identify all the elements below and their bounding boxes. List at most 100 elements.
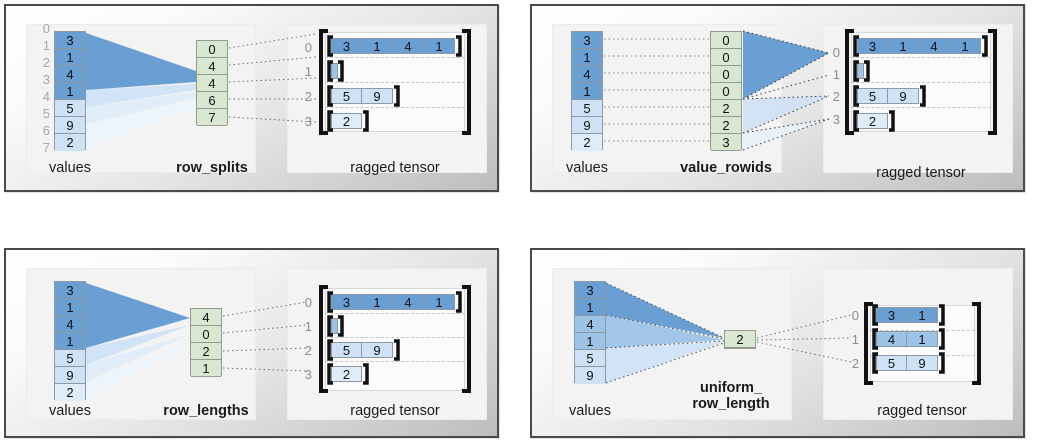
ragged-tensor-row: 2	[331, 366, 362, 382]
value-rowids-cell: 0	[711, 83, 741, 100]
ragged-tensor-row: 5 9	[331, 88, 393, 104]
value-cell: 1	[575, 299, 605, 316]
ragged-cell: 3	[876, 307, 907, 323]
ragged-row-index: 1	[832, 67, 840, 82]
ragged-tensor-label-value-rowids: ragged tensor	[876, 165, 966, 181]
ragged-row-index: 3	[304, 367, 312, 382]
outer-bracket-open-value-rowids	[844, 29, 855, 135]
value-cell: 9	[55, 367, 85, 384]
values-label-value-rowids: values	[566, 160, 608, 176]
value-cell: 9	[55, 117, 85, 134]
row-bracket-close	[455, 35, 463, 57]
value-cell: 2	[55, 384, 85, 401]
ragged-tensor-row-empty	[331, 63, 338, 79]
row-bracket-open	[326, 291, 334, 313]
ragged-cell: 9	[907, 355, 938, 371]
row-bracket-close	[863, 60, 871, 82]
ragged-tensor-row-empty	[331, 318, 338, 334]
ragged-row-index: 0	[832, 45, 840, 60]
ragged-tensor-rowline	[325, 82, 465, 83]
row-bracket-open	[852, 60, 860, 82]
value-cell: 5	[55, 350, 85, 367]
row-lengths-label: row_lengths	[163, 403, 249, 419]
row-lengths-cell: 1	[191, 360, 221, 377]
row-bracket-open	[852, 85, 860, 107]
values-index-1: 1	[42, 38, 50, 53]
value-cell: 1	[572, 49, 602, 66]
ragged-cell: 5	[331, 342, 362, 358]
ragged-cell: 5	[857, 88, 888, 104]
value-cell: 2	[55, 134, 85, 151]
values-column-row-splits: 3 1 4 1 5 9 2	[54, 31, 86, 151]
value-cell: 9	[572, 117, 602, 134]
values-index-6: 6	[42, 123, 50, 138]
row-bracket-close	[337, 60, 345, 82]
values-index-0: 0	[42, 21, 50, 36]
ragged-tensor-row: 3 1 4 1	[331, 38, 455, 54]
ragged-cell-empty	[857, 63, 864, 79]
row-bracket-close	[362, 363, 370, 385]
row-splits-cell: 6	[197, 92, 227, 109]
outer-bracket-open-uniform-row-length	[863, 302, 874, 385]
row-bracket-close	[938, 304, 946, 326]
values-column-value-rowids: 3 1 4 1 5 9 2	[571, 31, 603, 151]
ragged-tensor-row: 5 9	[857, 88, 919, 104]
row-bracket-close	[981, 35, 989, 57]
value-cell: 3	[572, 32, 602, 49]
ragged-tensor-label-row-lengths: ragged tensor	[350, 403, 440, 419]
ragged-cell: 4	[393, 38, 424, 54]
ragged-tensor-rowline	[325, 337, 465, 338]
row-lengths-column: 4 0 2 1	[190, 308, 222, 377]
ragged-row-index: 0	[304, 40, 312, 55]
values-index-7: 7	[42, 140, 50, 155]
ragged-tensor-rowline	[851, 57, 991, 58]
ragged-row-index: 0	[851, 308, 859, 323]
ragged-cell: 1	[362, 294, 393, 310]
ragged-tensor-label-row-splits: ragged tensor	[350, 160, 440, 176]
ragged-tensor-rowline	[851, 82, 991, 83]
ragged-cell: 4	[393, 294, 424, 310]
ragged-tensor-row: 3 1	[876, 307, 938, 323]
value-rowids-column: 0 0 0 0 2 2 3	[710, 31, 742, 151]
value-cell: 3	[55, 282, 85, 299]
ragged-row-index: 3	[832, 112, 840, 127]
values-index-2: 2	[42, 55, 50, 70]
ragged-tensor-rowline	[851, 107, 991, 108]
ragged-cell: 9	[362, 88, 393, 104]
row-bracket-close	[393, 339, 401, 361]
row-splits-cell: 4	[197, 75, 227, 92]
ragged-row-index: 3	[304, 114, 312, 129]
ragged-tensor-row: 4 1	[876, 331, 938, 347]
row-bracket-open	[871, 304, 879, 326]
ragged-cell: 1	[362, 38, 393, 54]
value-cell: 1	[55, 299, 85, 316]
panel-uniform-row-length-right-card	[823, 268, 1013, 420]
row-lengths-cell: 2	[191, 343, 221, 360]
ragged-cell: 1	[424, 38, 455, 54]
value-cell: 1	[575, 333, 605, 350]
value-cell: 1	[55, 83, 85, 100]
ragged-row-index: 2	[832, 89, 840, 104]
row-bracket-close	[393, 85, 401, 107]
value-cell: 5	[575, 350, 605, 367]
ragged-row-index: 0	[304, 295, 312, 310]
row-bracket-close	[938, 352, 946, 374]
row-bracket-open	[326, 363, 334, 385]
values-label-row-lengths: values	[49, 403, 91, 419]
ragged-tensor-rowline	[325, 107, 465, 108]
row-bracket-open	[326, 315, 334, 337]
ragged-tensor-rowline	[325, 361, 465, 362]
uniform-row-length-box: 2	[724, 330, 756, 349]
ragged-cell: 5	[876, 355, 907, 371]
value-rowids-cell: 2	[711, 100, 741, 117]
value-rowids-cell: 2	[711, 117, 741, 134]
row-bracket-open	[852, 110, 860, 132]
ragged-tensor-row: 2	[331, 113, 362, 129]
values-index-4: 4	[42, 89, 50, 104]
value-cell: 5	[572, 100, 602, 117]
value-cell: 2	[572, 134, 602, 151]
uniform-row-length-label: uniform_ row_length	[692, 380, 770, 413]
ragged-tensor-rowline	[325, 313, 465, 314]
ragged-cell: 1	[907, 331, 938, 347]
values-label-row-splits: values	[49, 160, 91, 176]
